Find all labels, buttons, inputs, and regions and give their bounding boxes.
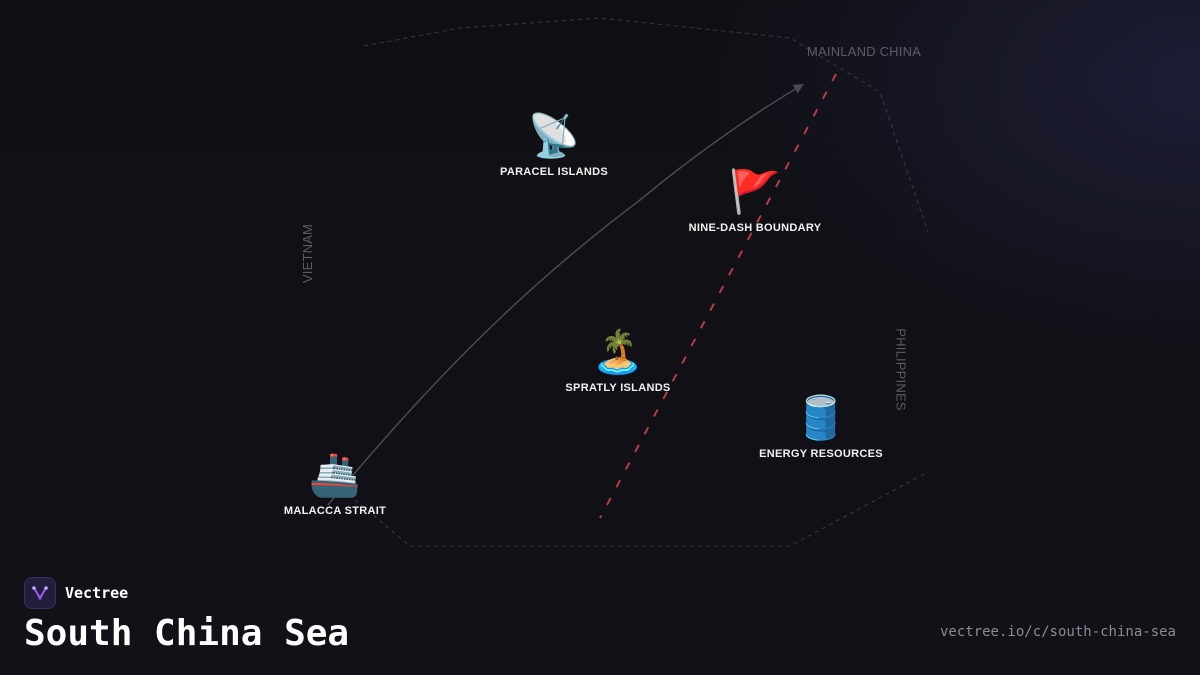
page-title: South China Sea <box>24 613 350 654</box>
region-label-mainland-china: MAINLAND CHINA <box>807 44 922 59</box>
region-outline <box>363 17 929 233</box>
marker-label: ENERGY RESOURCES <box>759 448 883 460</box>
marker-nine-dash-boundary[interactable]: 🚩 NINE-DASH BOUNDARY <box>689 168 822 234</box>
nine-dash-line <box>599 73 837 519</box>
marker-malacca-strait[interactable]: 🚢 MALACCA STRAIT <box>284 451 386 517</box>
region-label-vietnam: VIETNAM <box>300 223 316 284</box>
marker-label: PARACEL ISLANDS <box>500 166 608 178</box>
marker-energy-resources[interactable]: 🛢️ ENERGY RESOURCES <box>759 394 883 460</box>
marker-paracel-islands[interactable]: 📡 PARACEL ISLANDS <box>500 112 608 178</box>
brand-name: Vectree <box>65 584 129 602</box>
ship-icon: 🚢 <box>308 451 362 498</box>
red-flag-icon: 🚩 <box>728 168 782 215</box>
marker-spratly-islands[interactable]: 🏝️ SPRATLY ISLANDS <box>565 328 670 394</box>
page-url[interactable]: vectree.io/c/south-china-sea <box>939 624 1176 640</box>
marker-label: SPRATLY ISLANDS <box>565 382 671 394</box>
marker-label: MALACCA STRAIT <box>283 505 387 517</box>
brand[interactable]: Vectree <box>24 577 128 609</box>
satellite-dish-icon: 📡 <box>527 112 581 159</box>
region-label-philippines: PHILIPPINES <box>893 328 909 411</box>
oil-drum-icon: 🛢️ <box>794 394 848 441</box>
region-outline-south <box>354 471 929 547</box>
desert-island-icon: 🏝️ <box>591 328 645 375</box>
vectree-logo-icon <box>24 577 56 609</box>
marker-label: NINE-DASH BOUNDARY <box>688 222 822 234</box>
shipping-route <box>327 83 804 506</box>
